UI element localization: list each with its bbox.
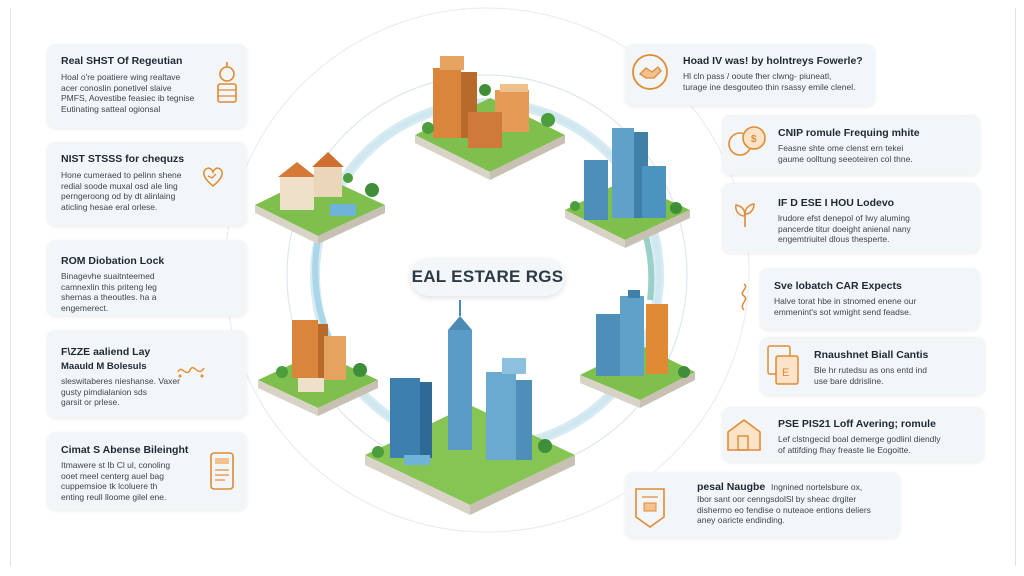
- card-title: PSE PIS21 Loff Avering; romule: [778, 418, 936, 430]
- card-title: Sve lobatch CAR Expects: [774, 280, 902, 292]
- card-subtitle: Maauld M Bolesuls: [61, 361, 147, 372]
- card-line: acer conoslin ponetivel slaive: [61, 82, 172, 93]
- card-line: Hoal o're poatiere wing realtave: [61, 72, 181, 82]
- card-line: engemerect.: [61, 302, 109, 313]
- building-cluster-top: [415, 56, 565, 180]
- coins-icon: $: [728, 126, 766, 156]
- card-title: Rnaushnet Biall Cantis: [814, 349, 929, 361]
- card-line: aney oaricte endinding.: [697, 515, 785, 525]
- card-line: garsit or prlese.: [61, 397, 120, 407]
- ice-cream-icon: [217, 62, 237, 103]
- building-cluster-upper-right: [565, 128, 690, 248]
- card-line: perngeroong od by dt alinlaing: [61, 191, 176, 201]
- card-line: use bare ddrisline.: [814, 375, 884, 386]
- svg-text:$: $: [751, 134, 757, 145]
- card-line: redial soode muxal osd ale ling: [61, 180, 178, 191]
- house-icon: [727, 419, 761, 451]
- card-line: enting reull lloome gilel ene.: [61, 491, 167, 502]
- card-line: Hl cln pass / ooute fher clwng- piuneatl…: [683, 71, 832, 81]
- card-line: Ibor sant oor cenngsdolSl by sheac drgit…: [697, 494, 857, 504]
- card-title: IF D ESE I HOU Lodevo: [778, 197, 895, 209]
- handshake-icon: [632, 54, 668, 90]
- left-card-2: NIST STSSS for chequzs Hone cumeraed to …: [47, 142, 247, 226]
- card-line: cuppemsioe tk lcoluere th: [61, 481, 158, 491]
- card-title: NIST STSSS for chequzs: [61, 153, 185, 165]
- card-line: aticling hesae eral orlese.: [61, 201, 158, 212]
- document-icon: [210, 452, 234, 490]
- building-cluster-bottom: [365, 300, 575, 515]
- card-line: dishermo eo fendise o nuteaoe entions de…: [697, 504, 871, 515]
- card-line: Binagevhe suaitnteemed: [61, 271, 155, 281]
- scribble-icon: [177, 367, 205, 378]
- left-card-3: ROM Diobation Lock Binagevhe suaitnteeme…: [47, 240, 247, 316]
- card-line: Eutinating satteal ogionsal: [61, 103, 161, 114]
- sprout-icon: [735, 203, 755, 227]
- card-line: Halve torat hbe in stnomed enene our: [774, 296, 917, 306]
- card-line: of attifding fhay freaste lie Eogoitte.: [778, 444, 911, 455]
- card-line: pancerde titur doeight anienal nany: [778, 223, 911, 234]
- card-title: CNIP romule Frequing mhite: [778, 127, 920, 139]
- card-line: shernas a theoutles. ha a: [61, 292, 157, 302]
- card-line: emmenint's sot wmight send feadse.: [774, 306, 912, 317]
- card-title: Cimat S Abense Bileinght: [61, 444, 189, 456]
- card-line: turage ine desgouteo thin rsassy emile c…: [683, 81, 856, 92]
- right-card-7: pesal Naugbe Ingnined nortelsbure ox, Ib…: [625, 472, 900, 538]
- files-icon: E: [767, 345, 799, 385]
- heart-outline-icon: [203, 167, 223, 187]
- right-card-2: CNIP romule Frequing mhite Feasne shte o…: [722, 115, 980, 175]
- building-cluster-upper-left: [255, 152, 385, 244]
- card-title: pesal Naugbe: [697, 481, 766, 493]
- swirl-icon: [741, 283, 747, 311]
- card-line: Hone cumeraed to pelinn shene: [61, 170, 182, 180]
- card-line: engemtriuitel dlous thesperte.: [778, 234, 890, 244]
- card-line: gaume oolltung seeoteiren col thne.: [778, 153, 913, 164]
- card-title: Hoad IV was! by holntreys Fowerle?: [683, 55, 863, 67]
- card-line: sleswitaberes nieshanse. Vaxer: [61, 376, 180, 386]
- right-card-3: IF D ESE I HOU Lodevo lrudore efst denep…: [722, 183, 980, 253]
- building-cluster-lower-right: [580, 290, 695, 408]
- card-title: Real SHST Of Regeutian: [61, 55, 183, 67]
- card-line: lrudore efst denepol of Iwy aluming: [778, 213, 910, 223]
- card-title: F\ZZE aaliend Lay: [61, 346, 151, 358]
- building-cluster-lower-left: [258, 320, 378, 416]
- card-line: Lef clstngecid boal demerge godlinl dien…: [778, 434, 941, 444]
- card-line: camnexlin this priteng leg: [61, 281, 157, 292]
- page-frame: [10, 8, 1016, 566]
- certificate-icon: [635, 488, 665, 528]
- right-card-4: Sve lobatch CAR Expects Halve torat hbe …: [760, 268, 980, 330]
- left-card-4: F\ZZE aaliend Lay Maauld M Bolesuls sles…: [47, 330, 247, 418]
- left-card-5: Cimat S Abense Bileinght Itmawere st Ib …: [47, 432, 247, 510]
- left-card-1: Real SHST Of Regeutian Hoal o're poatier…: [47, 44, 247, 128]
- card-title-rest: Ingnined nortelsbure ox,: [771, 482, 863, 492]
- card-title: ROM Diobation Lock: [61, 255, 165, 267]
- svg-text:E: E: [782, 367, 789, 379]
- card-line: Feasne shte ome clenst ern tekei: [778, 143, 904, 153]
- center-title: EAL ESTARE RGS: [410, 258, 565, 296]
- card-line: Ble hr rutedsu as ons entd ind: [814, 365, 927, 375]
- card-line: ooet meel centerg auel bag: [61, 470, 165, 481]
- card-line: Itmawere st Ib Cl ul, conoling: [61, 460, 171, 470]
- card-line: gusty pimdialanion sds: [61, 386, 147, 397]
- card-line: PMFS, Aovestibe feasiec ib tegnise: [61, 93, 195, 103]
- right-card-6: PSE PIS21 Loff Avering; romule Lef clstn…: [722, 407, 984, 462]
